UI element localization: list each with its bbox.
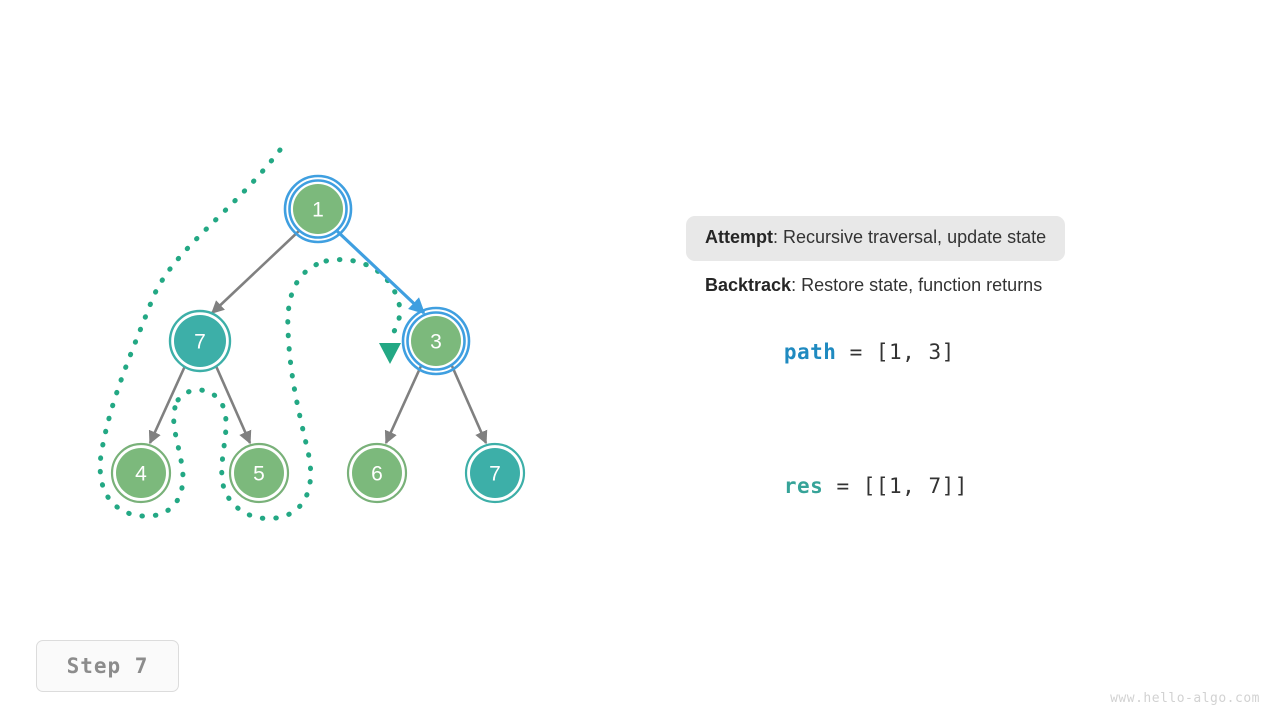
node-5-ring xyxy=(228,442,290,504)
traversal-trail xyxy=(97,147,403,522)
res-state-row: res = [[1, 7]] xyxy=(686,388,1206,522)
node-4-label: 4 xyxy=(135,463,147,486)
node-7l-circle xyxy=(174,315,226,367)
tree-node-3[interactable]: 3 xyxy=(401,306,471,376)
tree-node-1[interactable]: 1 xyxy=(283,174,353,244)
trail-segment-to-node3 xyxy=(323,257,403,343)
node-1-circle xyxy=(293,184,343,234)
node-4-ring xyxy=(110,442,172,504)
res-variable-value: = [[1, 7]] xyxy=(823,474,968,499)
step-badge: Step 7 xyxy=(36,640,179,692)
attempt-text: Recursive traversal, update state xyxy=(783,227,1047,247)
edge-3-to-6 xyxy=(384,365,423,445)
edge-3-to-7r xyxy=(450,365,488,445)
node-7l-label: 7 xyxy=(194,331,206,354)
path-state-row: path = [1, 3] xyxy=(686,300,1206,388)
backtrack-text: Restore state, function returns xyxy=(801,274,1043,295)
edge-7-to-4 xyxy=(148,365,187,445)
tree-node-6[interactable]: 6 xyxy=(346,442,408,504)
node-3-inner-ring xyxy=(406,311,466,371)
node-1-label: 1 xyxy=(312,199,324,222)
node-1-highlight-ring xyxy=(283,174,353,244)
info-panel: Attempt: Recursive traversal, update sta… xyxy=(686,216,1206,522)
tree-node-7-right[interactable]: 7 xyxy=(464,442,526,504)
path-variable-name: path xyxy=(783,340,837,365)
attempt-row: Attempt: Recursive traversal, update sta… xyxy=(686,216,1066,261)
node-7r-circle xyxy=(470,448,520,498)
node-7r-ring xyxy=(464,442,526,504)
node-5-circle xyxy=(234,448,284,498)
trail-segment-node5-loop xyxy=(175,258,329,522)
backtrack-label: Backtrack xyxy=(705,274,792,295)
tree-edges xyxy=(148,229,488,445)
path-variable-value: = [1, 3] xyxy=(836,340,955,365)
node-1-inner-ring xyxy=(288,179,348,239)
backtrack-separator: : xyxy=(791,274,802,295)
node-4-circle xyxy=(116,448,166,498)
node-7l-ring xyxy=(168,309,232,373)
binary-tree-diagram: 1 7 3 4 5 6 xyxy=(97,147,526,522)
watermark: www.hello-algo.com xyxy=(1110,691,1260,706)
node-3-circle xyxy=(411,316,461,366)
edge-7-to-5 xyxy=(214,365,252,445)
node-6-ring xyxy=(346,442,408,504)
edge-1-to-3 xyxy=(335,229,426,315)
node-7r-label: 7 xyxy=(489,463,501,486)
node-6-circle xyxy=(352,448,402,498)
node-3-label: 3 xyxy=(430,331,442,354)
node-6-label: 6 xyxy=(371,463,383,486)
trail-arrowhead-icon xyxy=(379,343,401,364)
watermark-text: www.hello-algo.com xyxy=(1110,691,1260,706)
attempt-label: Attempt xyxy=(705,227,773,247)
attempt-separator: : xyxy=(773,227,784,247)
trail-segment-left-outer xyxy=(97,147,283,519)
tree-node-5[interactable]: 5 xyxy=(228,442,290,504)
step-badge-label: Step 7 xyxy=(66,654,149,678)
tree-node-7-left[interactable]: 7 xyxy=(168,309,232,373)
res-variable-name: res xyxy=(783,474,824,499)
node-5-label: 5 xyxy=(253,463,265,486)
backtrack-row: Backtrack: Restore state, function retur… xyxy=(686,261,1206,301)
tree-node-4[interactable]: 4 xyxy=(110,442,172,504)
edge-1-to-7 xyxy=(211,229,301,314)
node-3-highlight-ring xyxy=(401,306,471,376)
